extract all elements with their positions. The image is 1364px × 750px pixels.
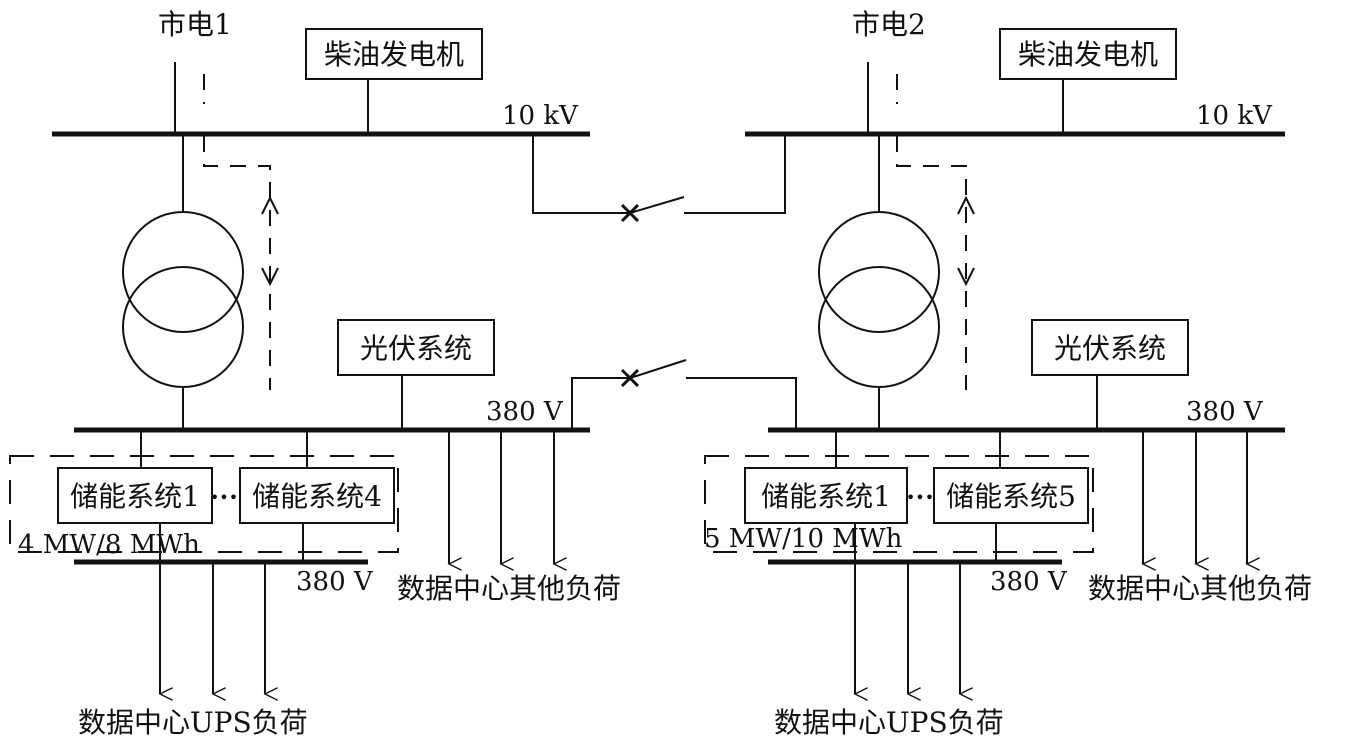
right-pv-system-box bbox=[1031, 319, 1189, 376]
hv-tie-breaker-icon bbox=[620, 203, 640, 223]
left-storage-capacity-label: 4 MW/8 MWh bbox=[18, 530, 200, 560]
right-storage-n-label: 储能系统5 bbox=[946, 480, 1076, 513]
left-flow-up-arrow-icon bbox=[261, 195, 279, 215]
lv-tie-breaker-icon bbox=[620, 368, 640, 388]
right-subsystem: 市电2 柴油发电机 10 kV 光伏系统 380 V 储能系统1 ••• 储能系… bbox=[704, 8, 1312, 739]
left-storage-1-label: 储能系统1 bbox=[70, 480, 200, 513]
right-pv-system-label: 光伏系统 bbox=[1054, 332, 1166, 365]
right-grid-label: 市电2 bbox=[852, 8, 926, 41]
right-ups-bus-label: 380 V bbox=[990, 567, 1068, 597]
right-power-flow-dashed-path bbox=[896, 136, 967, 390]
right-storage-1-box bbox=[744, 467, 908, 524]
left-other-load-label: 数据中心其他负荷 bbox=[397, 572, 621, 605]
left-pv-system-label: 光伏系统 bbox=[360, 332, 472, 365]
hv-tie-switch-blade bbox=[629, 196, 685, 214]
left-storage-group-boundary bbox=[9, 455, 399, 553]
right-transformer-secondary-coil bbox=[818, 266, 940, 388]
lv-tie-switch-blade bbox=[629, 359, 687, 379]
left-diesel-generator-label: 柴油发电机 bbox=[324, 38, 464, 71]
right-ups-load-label: 数据中心UPS负荷 bbox=[774, 706, 1004, 739]
right-diesel-generator-box bbox=[999, 28, 1177, 80]
left-transformer-primary-coil bbox=[122, 211, 244, 333]
left-storage-ellipsis: ••• bbox=[210, 488, 238, 507]
right-storage-1-label: 储能系统1 bbox=[761, 480, 891, 513]
right-10kv-bus-label: 10 kV bbox=[1196, 101, 1273, 131]
left-transformer-secondary-coil bbox=[122, 266, 244, 388]
left-flow-down-arrow-icon bbox=[261, 267, 279, 287]
left-pv-system-box bbox=[337, 319, 495, 376]
right-storage-group-boundary bbox=[704, 455, 1094, 553]
right-storage-ellipsis: ••• bbox=[906, 488, 934, 507]
left-grid-label: 市电1 bbox=[158, 8, 232, 41]
left-380v-bus-label: 380 V bbox=[486, 397, 564, 427]
hv-tie-right-lead bbox=[684, 134, 786, 214]
right-flow-down-arrow-icon bbox=[957, 267, 975, 287]
tie-switches bbox=[532, 134, 797, 430]
right-other-load-label: 数据中心其他负荷 bbox=[1088, 572, 1312, 605]
left-subsystem: 市电1 柴油发电机 10 kV 光伏系统 380 V 储能系统1 bbox=[9, 8, 621, 739]
right-380v-bus-label: 380 V bbox=[1186, 397, 1264, 427]
left-storage-1-box bbox=[57, 467, 213, 524]
left-storage-n-label: 储能系统4 bbox=[252, 480, 382, 513]
right-storage-n-box bbox=[933, 467, 1089, 524]
left-storage-n-box bbox=[239, 467, 395, 524]
hv-tie-left-lead bbox=[532, 134, 630, 214]
right-transformer-primary-coil bbox=[818, 211, 940, 333]
lv-tie-left-lead bbox=[571, 377, 630, 430]
left-diesel-generator-box bbox=[305, 28, 483, 80]
right-flow-up-arrow-icon bbox=[957, 195, 975, 215]
left-ups-bus-label: 380 V bbox=[296, 567, 374, 597]
left-10kv-bus-label: 10 kV bbox=[502, 101, 579, 131]
lv-tie-right-lead bbox=[686, 377, 797, 430]
right-diesel-generator-label: 柴油发电机 bbox=[1018, 38, 1158, 71]
left-power-flow-dashed-path bbox=[203, 136, 271, 390]
right-storage-capacity-label: 5 MW/10 MWh bbox=[704, 524, 903, 554]
left-ups-load-label: 数据中心UPS负荷 bbox=[78, 706, 308, 739]
